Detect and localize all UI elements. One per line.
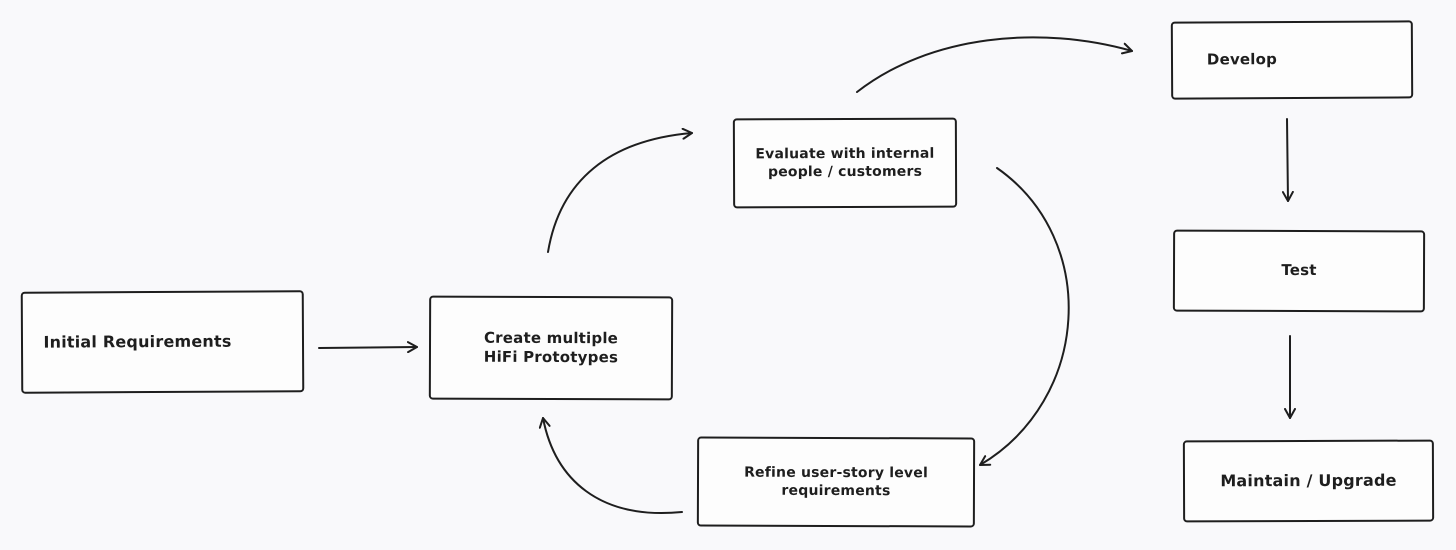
arrow-evaluate-to-refine [979,167,1070,466]
node-label: Refine user-story level requirements [744,464,928,500]
node-label: Evaluate with internal people / customer… [755,145,935,181]
arrow-create-to-evaluate [547,127,693,253]
node-evaluate: Evaluate with internal people / customer… [732,117,958,209]
node-label: Maintain / Upgrade [1220,470,1397,490]
node-maintain-upgrade: Maintain / Upgrade [1182,439,1435,523]
node-label: Initial Requirements [43,331,232,352]
node-develop: Develop [1170,20,1414,100]
arrow-refine-to-create [538,417,683,514]
node-label: Create multiple HiFi Prototypes [483,328,619,367]
node-create-prototypes: Create multiple HiFi Prototypes [428,295,674,401]
node-initial-requirements: Initial Requirements [20,290,305,394]
node-test: Test [1172,229,1426,313]
arrow-initial-to-create [318,341,418,354]
arrow-evaluate-to-develop [856,36,1133,93]
node-label: Test [1281,261,1317,280]
arrow-develop-to-test [1281,118,1294,202]
node-refine-requirements: Refine user-story level requirements [696,436,976,528]
node-label: Develop [1206,50,1278,69]
